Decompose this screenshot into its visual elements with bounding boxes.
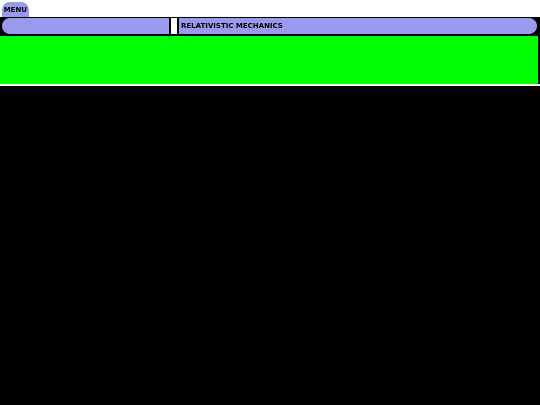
green-content-panel	[0, 36, 540, 84]
header-bar: RELATIVISTIC MECHANICS	[0, 17, 540, 36]
main-content-area	[0, 86, 540, 405]
top-strip	[0, 0, 540, 17]
header-bar-separator	[171, 18, 177, 34]
menu-button[interactable]: MENU	[2, 2, 29, 17]
header-bar-left-segment	[2, 18, 169, 34]
page-title: RELATIVISTIC MECHANICS	[179, 18, 537, 34]
divider	[0, 84, 540, 86]
